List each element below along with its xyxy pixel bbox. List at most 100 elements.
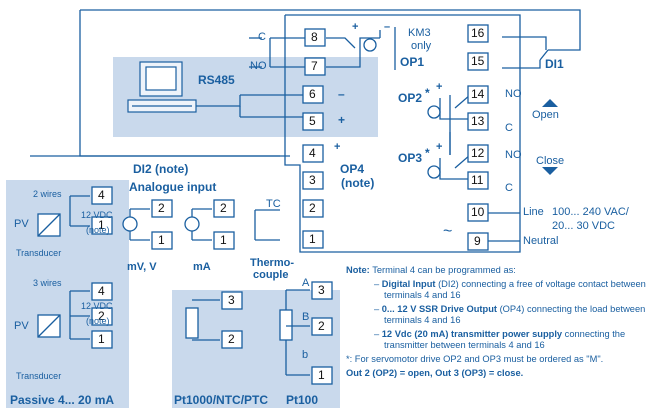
op3-label: OP3 [398, 151, 423, 165]
op4-plus: + [334, 141, 341, 153]
terminal-box [302, 199, 324, 218]
terminal-box [91, 282, 113, 301]
couple-label: couple [253, 269, 289, 281]
tc-label: TC [266, 198, 281, 210]
c-label: C [258, 31, 266, 43]
op1-label: OP1 [400, 55, 425, 69]
km3-label: KM3 [408, 27, 431, 39]
terminal-box [467, 232, 489, 251]
computer-icon [127, 61, 197, 113]
terminal-box [91, 307, 113, 326]
terminal-2: 2 [309, 201, 316, 215]
di2-label: DI2 (note) [133, 162, 189, 176]
terminal-box [221, 330, 243, 349]
op3-c-label: C [505, 182, 513, 194]
transducer-label-2: Transducer [16, 371, 62, 381]
analogue-input-title: Analogue input [129, 180, 217, 194]
vdc12-label-2: 12 VDC [81, 301, 113, 311]
two-wires-label: 2 wires [33, 189, 62, 199]
notes-heading: Note: [346, 265, 370, 275]
op2-c-label: C [505, 122, 513, 134]
terminal-2: 2 [98, 309, 105, 323]
plus-sign: + [352, 21, 359, 33]
terminal-3: 3 [318, 283, 325, 297]
close-arrow-icon [542, 167, 558, 175]
notes-block: Note: Terminal 4 can be programmed as: –… [346, 265, 651, 382]
terminal-box [467, 85, 489, 104]
passive-title: Passive 4... 20 mA [10, 393, 115, 407]
terminal-2: 2 [158, 201, 165, 215]
notes-item1-bold: Digital Input [381, 278, 436, 289]
notes-out-line: Out 2 (OP2) = open, Out 3 (OP3) = close. [346, 367, 524, 378]
rs485-plus: + [338, 113, 346, 127]
terminal-box [467, 24, 489, 43]
terminal-box [467, 171, 489, 190]
notes-item3-text: connecting the transmitter between termi… [384, 328, 626, 350]
notes-item2-bold: 0... 12 V SSR Drive Output [381, 303, 497, 314]
op2-plus: + [436, 81, 443, 93]
notes-item1-text: (DI2) connecting a free of voltage conta… [384, 278, 646, 300]
pt1000-title: Pt1000/NTC/PTC [174, 393, 269, 407]
line-label: Line [523, 206, 544, 218]
op3-no-label: NO [505, 149, 522, 161]
terminal-box [311, 317, 333, 336]
terminal-14: 14 [471, 87, 485, 101]
terminal-blocks [91, 24, 489, 385]
pv-label-2: PV [14, 320, 29, 332]
terminal-box [302, 171, 324, 190]
terminal-2: 2 [228, 332, 235, 346]
op4-note: (note) [341, 176, 375, 190]
terminal-box [467, 52, 489, 71]
op2-no-label: NO [505, 88, 522, 100]
terminal-1: 1 [318, 368, 325, 382]
terminal-box [467, 112, 489, 131]
close-label: Close [536, 155, 565, 167]
op3-star: * [425, 146, 430, 160]
line-range-label-2: 20... 30 VDC [552, 220, 615, 232]
notes-star-line: *: For servomotor drive OP2 and OP3 must… [346, 353, 604, 364]
line-range-label: 100... 240 VAC/ [552, 206, 629, 218]
op4-label: OP4 [340, 162, 365, 176]
terminal-box [213, 231, 235, 250]
rtd-b-label: B [302, 311, 310, 323]
terminal-12: 12 [471, 146, 485, 160]
instrument-outline [284, 14, 521, 253]
terminal-box [91, 330, 113, 349]
terminal-box [311, 281, 333, 300]
op3-plus: + [436, 141, 443, 153]
terminal-3: 3 [309, 173, 316, 187]
terminal-1: 1 [158, 233, 165, 247]
note-label: (note) [86, 225, 110, 235]
rs485-minus: – [338, 87, 345, 101]
vdc12-label: 12 VDC [81, 210, 113, 220]
note-label-2: (note) [86, 316, 110, 326]
terminal-box [151, 199, 173, 218]
terminal-1: 1 [220, 233, 227, 247]
no-label: NO [250, 60, 267, 72]
terminal-box [151, 231, 173, 250]
terminal-box [302, 112, 324, 131]
terminal-9: 9 [474, 234, 481, 248]
terminal-box [304, 28, 326, 47]
terminal-4: 4 [98, 284, 105, 298]
terminal-10: 10 [471, 205, 485, 219]
notes-item2-text: (OP4) connecting the load between termin… [384, 303, 646, 325]
terminal-6: 6 [309, 87, 316, 101]
terminal-box [91, 216, 113, 235]
notes-item3-bold: 12 Vdc (20 mA) transmitter power supply [381, 328, 563, 339]
op2-star: * [425, 86, 430, 100]
pt100-title: Pt100 [286, 393, 319, 407]
terminal-4: 4 [98, 188, 105, 202]
terminal-1: 1 [309, 232, 316, 246]
three-wires-label: 3 wires [33, 278, 62, 288]
terminal-box [91, 186, 113, 205]
transducer-label: Transducer [16, 248, 62, 258]
open-label: Open [532, 109, 559, 121]
terminal-box [221, 291, 243, 310]
terminal-5: 5 [309, 114, 316, 128]
ac-symbol: ~ [443, 223, 453, 240]
terminal-box [302, 144, 324, 163]
neutral-label: Neutral [523, 235, 559, 247]
rtd-panel [172, 290, 340, 408]
